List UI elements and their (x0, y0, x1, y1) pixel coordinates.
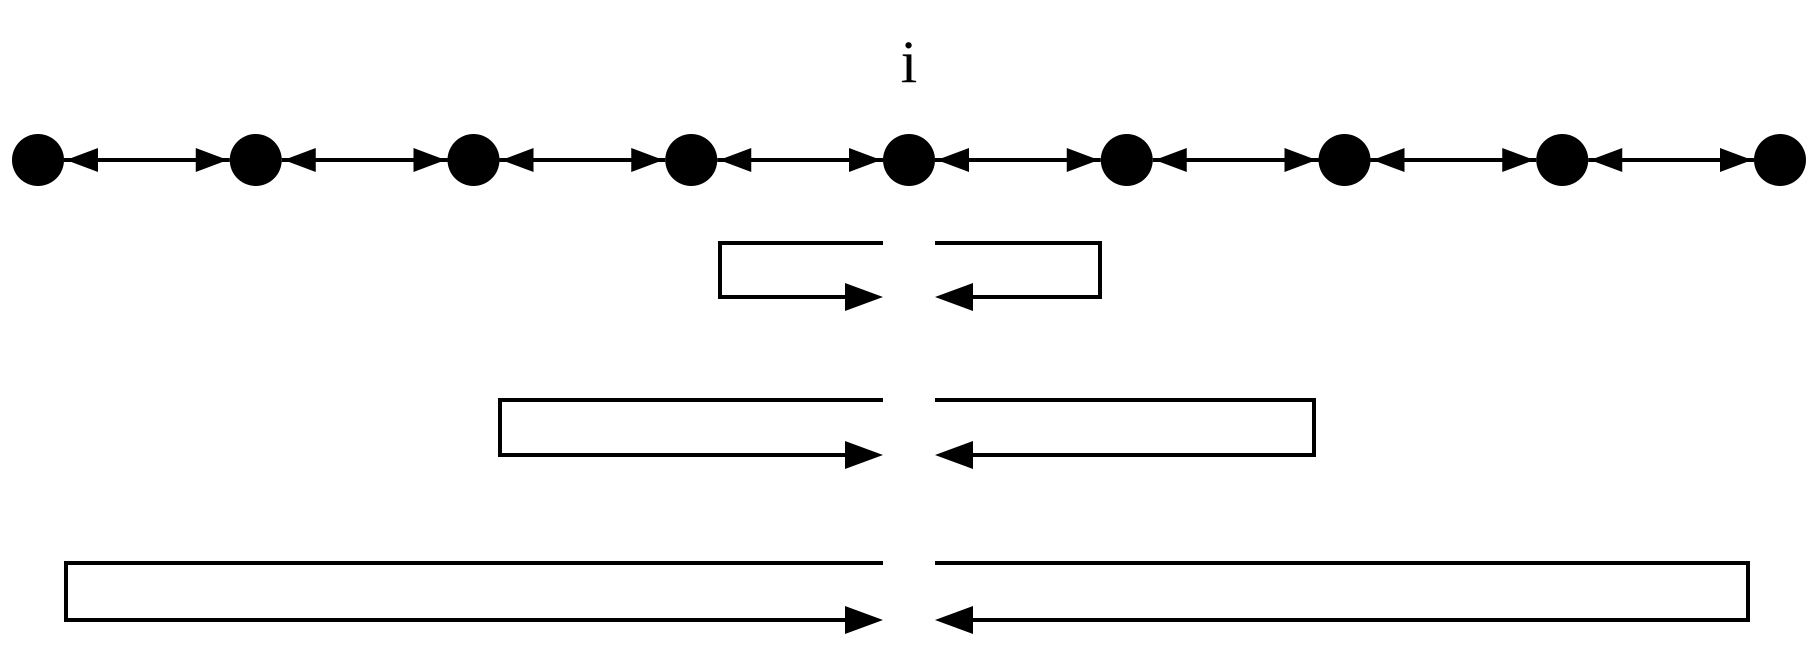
center-label-i: i (901, 29, 918, 95)
chain-arrowhead-left (1590, 148, 1623, 172)
chain-arrowhead-right (849, 148, 881, 172)
chain-arrowhead-right (631, 148, 664, 172)
chain-node (883, 134, 935, 186)
chain-node (1536, 134, 1589, 186)
loop-arrowhead-right (845, 606, 883, 634)
chain-arrowhead-right (413, 148, 446, 172)
loop-right-path (935, 561, 1750, 622)
chain-arrowhead-right (195, 148, 228, 172)
chain-arrowhead-right (1284, 148, 1317, 172)
loop-arrowhead-left (935, 441, 973, 469)
node-chain (12, 134, 1806, 186)
loop-left-path (64, 561, 883, 622)
chain-arrowhead-left (719, 148, 752, 172)
loop-arrowhead-right (845, 441, 883, 469)
middle-loop (498, 398, 1316, 469)
chain-arrowhead-right (1720, 148, 1752, 172)
chain-arrowhead-left (1154, 148, 1187, 172)
loop-right-path (935, 398, 1316, 457)
chain-node (12, 134, 64, 186)
loop-left-path (718, 241, 883, 299)
chain-node (665, 134, 718, 186)
loop-right-path (935, 241, 1102, 299)
loop-arrowhead-right (845, 283, 883, 311)
outer-loop (64, 561, 1750, 634)
chain-node (1754, 134, 1806, 186)
loop-arrowhead-left (935, 606, 973, 634)
inner-loop (718, 241, 1102, 311)
chain-arrowhead-left (937, 148, 969, 172)
chain-arrowhead-right (1502, 148, 1535, 172)
loop-arrowhead-left (935, 283, 973, 311)
chain-arrowhead-left (501, 148, 534, 172)
feedback-loops (64, 241, 1750, 634)
chain-node (447, 134, 500, 186)
chain-arrowhead-left (1372, 148, 1405, 172)
chain-arrowhead-right (1066, 148, 1099, 172)
loop-left-path (498, 398, 883, 457)
chain-node (229, 134, 282, 186)
chain-arrowhead-left (283, 148, 316, 172)
chain-arrowhead-left (66, 148, 98, 172)
chain-node (1100, 134, 1153, 186)
chain-node (1318, 134, 1371, 186)
